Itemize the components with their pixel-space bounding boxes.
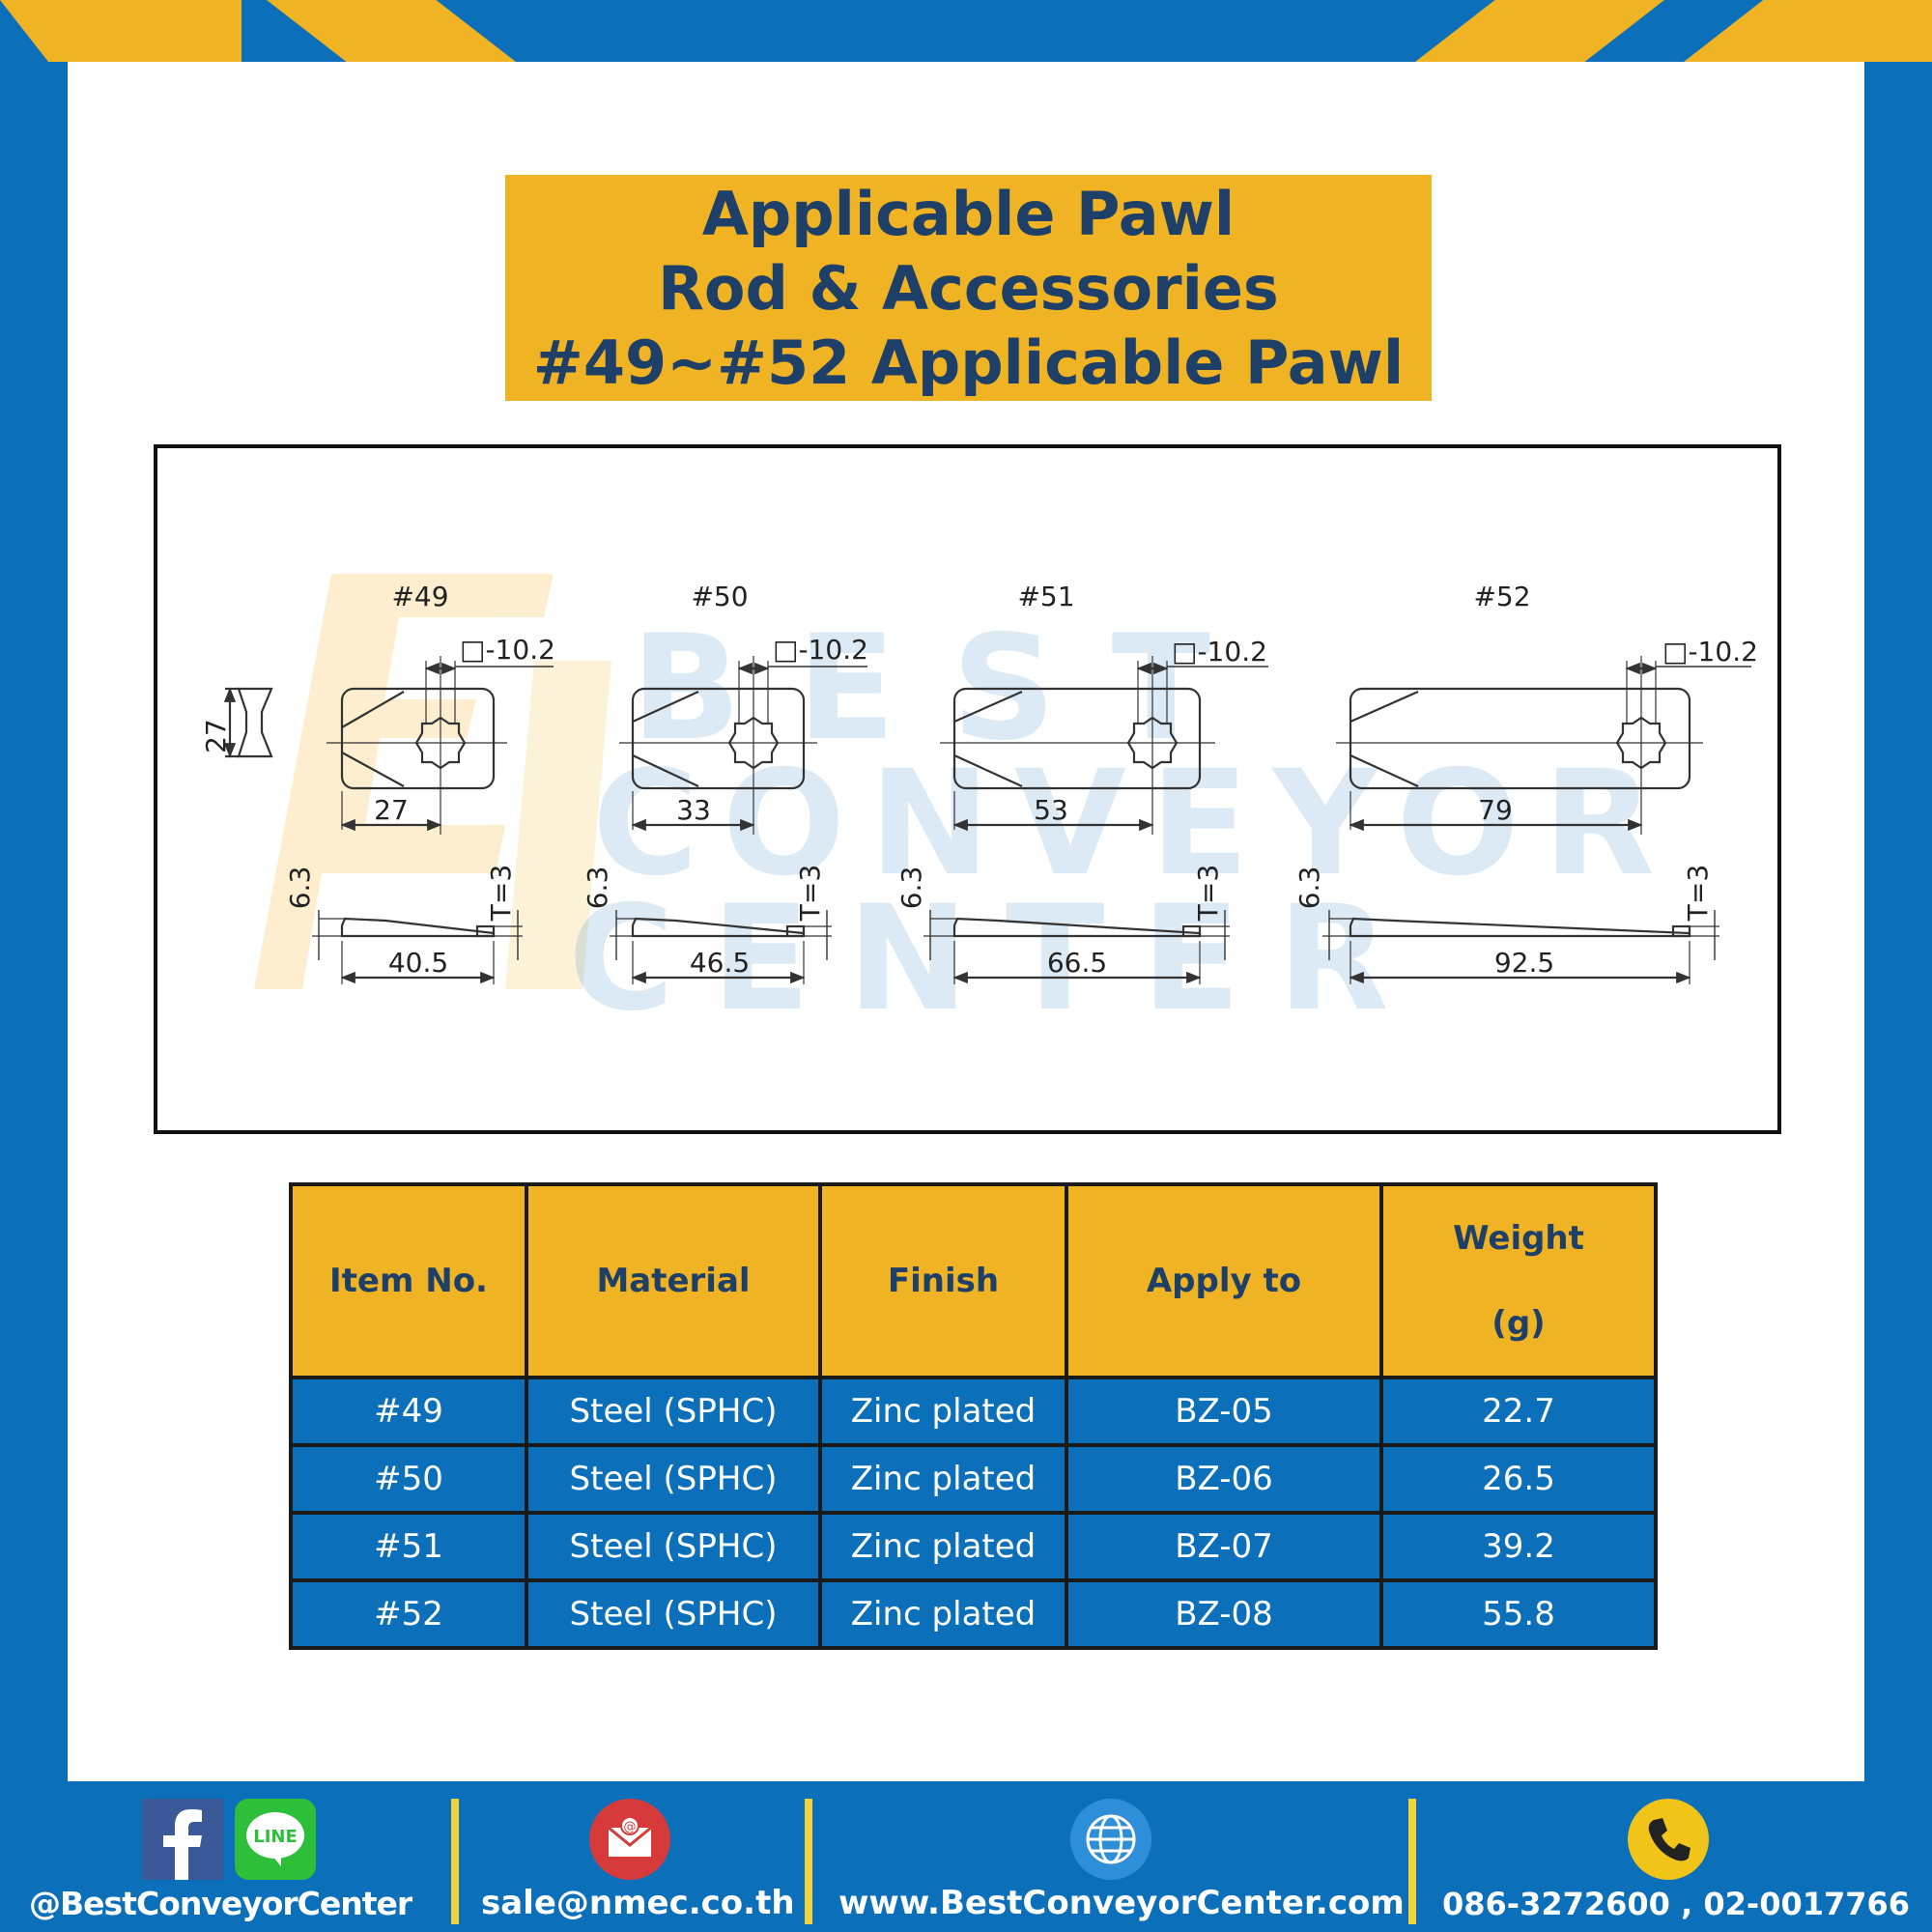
part-49-drawing (223, 656, 554, 984)
phone-icon[interactable] (1628, 1799, 1709, 1880)
cell-apply-to: BZ-05 (1065, 1376, 1383, 1447)
part-49-length-dim: 40.5 (388, 947, 448, 979)
spec-table: Item No. Material Finish Apply to Weight… (289, 1182, 1658, 1650)
title-line-3: #49~#52 Applicable Pawl (532, 327, 1405, 398)
cell-weight: 22.7 (1379, 1376, 1658, 1447)
svg-text:@: @ (624, 1820, 637, 1834)
part-52-width-dim: 79 (1478, 794, 1513, 826)
cell-item-no: #49 (289, 1376, 528, 1447)
part-49-height-dim: 27 (200, 719, 232, 753)
contact-footer: LINE @BestConveyorCenter @ sale@nmec.co.… (0, 1781, 1932, 1932)
part-51-width-dim: 53 (1034, 794, 1068, 826)
social-handle: @BestConveyorCenter (29, 1885, 412, 1922)
cell-material: Steel (SPHC) (525, 1511, 822, 1582)
part-51-length-dim: 66.5 (1047, 947, 1107, 979)
table-row: #50 Steel (SPHC) Zinc plated BZ-06 26.5 (289, 1443, 1658, 1515)
technical-drawing: BEST CONVEYOR CENTER (154, 444, 1781, 1134)
title-line-1: Applicable Pawl (701, 178, 1236, 249)
part-50-square-dim: □-10.2 (773, 634, 868, 666)
title-line-2: Rod & Accessories (658, 252, 1279, 324)
part-49-width-dim: 27 (374, 794, 409, 826)
header-weight-unit: (g) (1492, 1304, 1546, 1343)
cell-material: Steel (SPHC) (525, 1578, 822, 1650)
header-weight: Weight (g) (1379, 1182, 1658, 1379)
cell-finish: Zinc plated (818, 1376, 1068, 1447)
table-row: #51 Steel (SPHC) Zinc plated BZ-07 39.2 (289, 1511, 1658, 1582)
footer-website[interactable]: www.BestConveyorCenter.com (821, 1781, 1405, 1932)
header-finish: Finish (818, 1182, 1068, 1379)
part-50-width-dim: 33 (676, 794, 711, 826)
phone-numbers[interactable]: 086-3272600 , 02-0017766 (1442, 1886, 1911, 1922)
cell-item-no: #52 (289, 1578, 528, 1650)
part-49-label: #49 (391, 581, 448, 612)
facebook-icon[interactable] (142, 1799, 223, 1880)
part-51-square-dim: □-10.2 (1172, 636, 1267, 668)
part-49-thickness: T=3 (485, 865, 517, 922)
title-banner: Applicable Pawl Rod & Accessories #49~#5… (505, 175, 1432, 401)
cell-apply-to: BZ-06 (1065, 1443, 1383, 1515)
watermark-logo (254, 574, 611, 989)
part-50-label: #50 (691, 581, 748, 612)
header-weight-label: Weight (1453, 1219, 1584, 1258)
part-51-thickness: T=3 (1192, 865, 1224, 922)
top-stripe-right-1 (1415, 0, 1664, 62)
cell-finish: Zinc plated (818, 1443, 1068, 1515)
part-49-rise-dim: 6.3 (284, 867, 316, 910)
part-51-rise-dim: 6.3 (895, 867, 927, 910)
footer-separator (805, 1799, 812, 1924)
footer-email[interactable]: @ sale@nmec.co.th (464, 1781, 802, 1932)
cell-material: Steel (SPHC) (525, 1443, 822, 1515)
part-50-thickness: T=3 (794, 865, 826, 922)
cell-apply-to: BZ-08 (1065, 1578, 1383, 1650)
part-50-rise-dim: 6.3 (582, 867, 613, 910)
cell-material: Steel (SPHC) (525, 1376, 822, 1447)
line-icon-label: LINE (253, 1827, 298, 1847)
top-stripe-left-1 (0, 0, 242, 62)
part-52-rise-dim: 6.3 (1293, 867, 1325, 910)
cell-finish: Zinc plated (818, 1511, 1068, 1582)
part-52-thickness: T=3 (1682, 865, 1714, 922)
header-item-no: Item No. (289, 1182, 528, 1379)
footer-social[interactable]: LINE @BestConveyorCenter (0, 1781, 444, 1932)
part-52-square-dim: □-10.2 (1662, 636, 1758, 668)
cell-weight: 55.8 (1379, 1578, 1658, 1650)
cell-weight: 39.2 (1379, 1511, 1658, 1582)
part-50-drawing (610, 656, 867, 984)
email-address[interactable]: sale@nmec.co.th (481, 1884, 795, 1922)
part-49-square-dim: □-10.2 (460, 634, 555, 666)
footer-separator (451, 1799, 459, 1924)
cell-finish: Zinc plated (818, 1578, 1068, 1650)
part-52-drawing (1322, 656, 1751, 984)
cell-weight: 26.5 (1379, 1443, 1658, 1515)
part-51-drawing (923, 656, 1268, 984)
top-stripe-right-2 (1684, 0, 1932, 62)
table-row: #52 Steel (SPHC) Zinc plated BZ-08 55.8 (289, 1578, 1658, 1650)
globe-icon[interactable] (1070, 1799, 1151, 1880)
website-url[interactable]: www.BestConveyorCenter.com (838, 1884, 1405, 1922)
footer-phone[interactable]: 086-3272600 , 02-0017766 (1425, 1781, 1932, 1932)
line-icon[interactable]: LINE (235, 1799, 316, 1880)
part-52-length-dim: 92.5 (1494, 947, 1554, 979)
email-icon[interactable]: @ (589, 1799, 670, 1880)
cell-item-no: #51 (289, 1511, 528, 1582)
part-50-length-dim: 46.5 (690, 947, 750, 979)
header-apply-to: Apply to (1065, 1182, 1383, 1379)
cell-apply-to: BZ-07 (1065, 1511, 1383, 1582)
table-header-row: Item No. Material Finish Apply to Weight… (289, 1182, 1658, 1379)
footer-separator (1408, 1799, 1416, 1924)
part-52-label: #52 (1473, 581, 1530, 612)
top-stripe-left-2 (267, 0, 516, 62)
header-material: Material (525, 1182, 822, 1379)
part-51-label: #51 (1017, 581, 1074, 612)
table-row: #49 Steel (SPHC) Zinc plated BZ-05 22.7 (289, 1376, 1658, 1447)
cell-item-no: #50 (289, 1443, 528, 1515)
